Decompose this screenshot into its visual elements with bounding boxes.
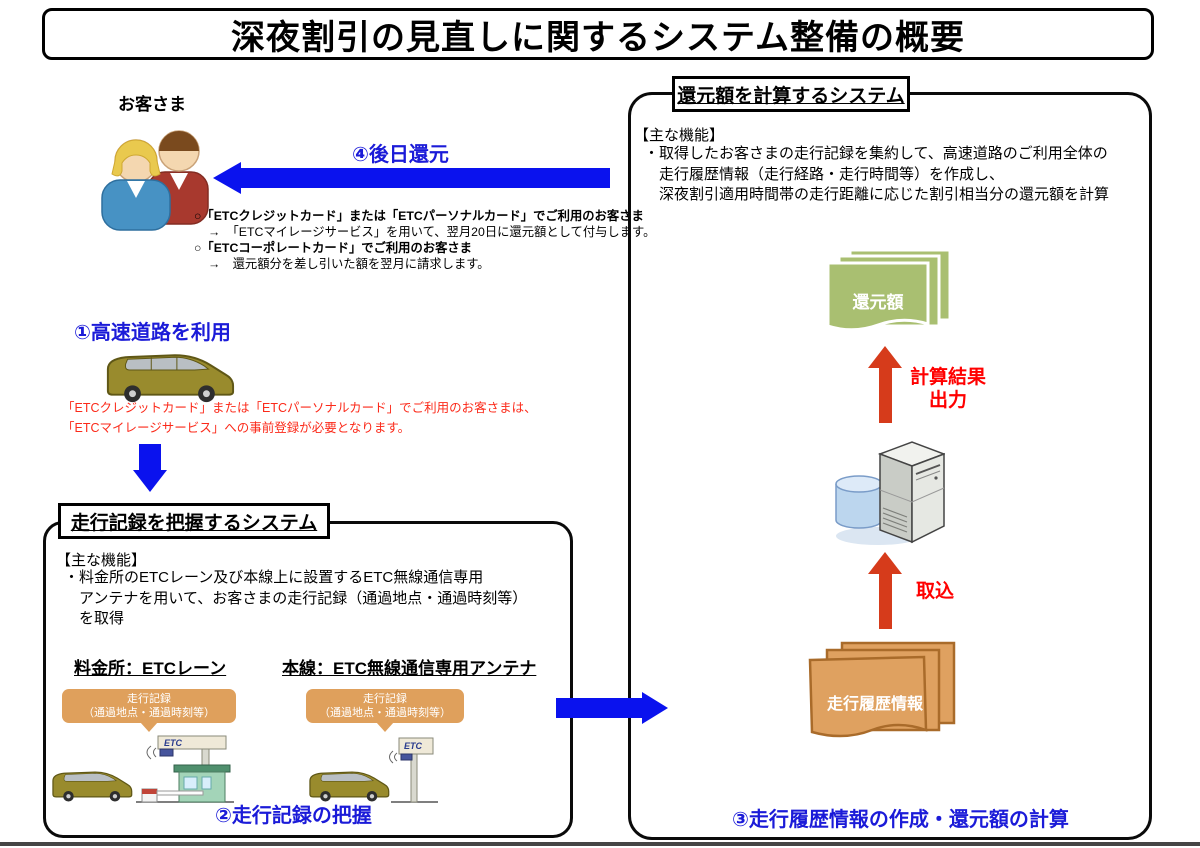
callout-line: 走行記録 [363,693,407,705]
function-line: ・取得したお客さまの走行記録を集約して、高速道路のご利用全体の [644,145,1108,162]
mainline-heading: 本線：ETC無線通信専用アンテナ [282,659,537,678]
output-label-line: 計算結果 [909,367,986,388]
record-callout-right: 走行記録 （通過地点・通過時刻等） [306,689,464,732]
tollgate-heading: 料金所：ETCレーン [74,659,227,678]
page-bottom-edge [0,842,1200,846]
callout-pointer [376,722,394,732]
minivan-icon [309,771,390,802]
orange-documents-icon [808,641,956,738]
arrow-bar [556,698,642,718]
calc-functions: ・取得したお客さまの走行記録を集約して、高速道路のご利用全体の 走行履歴情報（走… [644,144,1109,206]
record-callout-left: 走行記録 （通過地点・通過時刻等） [62,689,236,732]
arrow-bar [878,368,892,423]
import-arrow-icon [868,552,902,629]
minivan-icon [52,771,133,802]
step3-label: ③走行履歴情報の作成・還元額の計算 [732,809,1069,831]
refund-note-line: ○「ETCコーポレートカード」でご利用のお客さま [194,240,472,255]
import-label: 取込 [916,581,955,602]
down-arrow-icon [133,444,167,492]
output-label-line: 出力 [928,390,967,411]
arrow-bar [241,168,610,188]
output-label: 計算結果 出力 [898,366,998,412]
arrow-bar [139,444,161,470]
calc-functions-title: 【主な機能】 [634,127,725,144]
record-system-box [43,521,573,838]
function-line: ・料金所のETCレーン及び本線上に設置するETC無線通信専用 [64,569,484,586]
green-documents-icon [826,248,952,332]
calc-system-box [628,92,1152,840]
callout-line: （通過地点・通過時刻等） [83,706,215,719]
record-functions-title: 【主な機能】 [56,552,147,569]
calc-system-header: 還元額を計算するシステム [672,76,910,112]
step1-label: ①高速道路を利用 [74,322,231,344]
record-functions: ・料金所のETCレーン及び本線上に設置するETC無線通信専用 アンテナを用いて、… [64,568,527,630]
callout-line: 走行記録 [127,693,171,705]
arrow-bar [878,574,892,629]
etc-tollgate-icon: ETC [52,735,234,803]
customers-icon [101,130,209,231]
minivan-icon [106,354,235,403]
woman-figure [101,139,171,231]
output-arrow-icon [868,346,902,423]
step4-label: ④後日還元 [352,144,449,166]
etc-sign-label: ETC [404,741,423,751]
function-line: 深夜割引適用時間帯の走行距離に応じた割引相当分の還元額を計算 [644,186,1110,203]
history-doc-label: 走行履歴情報 [826,696,923,713]
refund-doc-label: 還元額 [852,293,904,312]
record-system-header: 走行記録を把握するシステム [58,503,330,539]
precaution-line: 「ETCクレジットカード」または「ETCパーソナルカード」でご利用のお客さまは、 [62,401,537,415]
callout-pointer [140,722,158,732]
function-line: 走行履歴情報（走行経路・走行時間等）を作成し、 [644,165,1005,183]
step2-label: ②走行記録の把握 [215,805,372,827]
refund-note-line: → 還元額分を差し引いた額を翌月に請求します。 [208,256,490,271]
callout-line: （通過地点・通過時刻等） [319,706,451,719]
function-line: を取得 [64,610,125,627]
precaution-line: 「ETCマイレージサービス」への事前登録が必要となります。 [62,420,411,435]
customer-label: お客さま [118,95,186,114]
arrow-head [642,692,668,724]
etc-sign-label: ETC [164,738,183,748]
refund-note-line: ○「ETCクレジットカード」または「ETCパーソナルカード」でご利用のお客さま [194,209,644,223]
refund-note-line: → 「ETCマイレージサービス」を用いて、翌月20日に還元額として付与します。 [208,224,656,239]
etc-roadside-antenna-icon: ETC [309,737,438,803]
title-box: 深夜割引の見直しに関するシステム整備の概要 [42,8,1154,60]
arrow-head [213,162,241,194]
arrow-head [133,470,167,492]
refund-notes: ○「ETCクレジットカード」または「ETCパーソナルカード」でご利用のお客さま … [194,209,655,273]
transfer-arrow-icon [556,692,668,724]
refund-arrow-icon [213,162,610,194]
function-line: アンテナを用いて、お客さまの走行記録（通過地点・通過時刻等） [64,589,528,607]
server-database-icon [835,441,945,545]
arrow-head [868,346,902,368]
precaution-note: 「ETCクレジットカード」または「ETCパーソナルカード」でご利用のお客さまは、… [62,399,537,438]
page-title: 深夜割引の見直しに関するシステム整備の概要 [231,18,965,57]
arrow-head [868,552,902,574]
